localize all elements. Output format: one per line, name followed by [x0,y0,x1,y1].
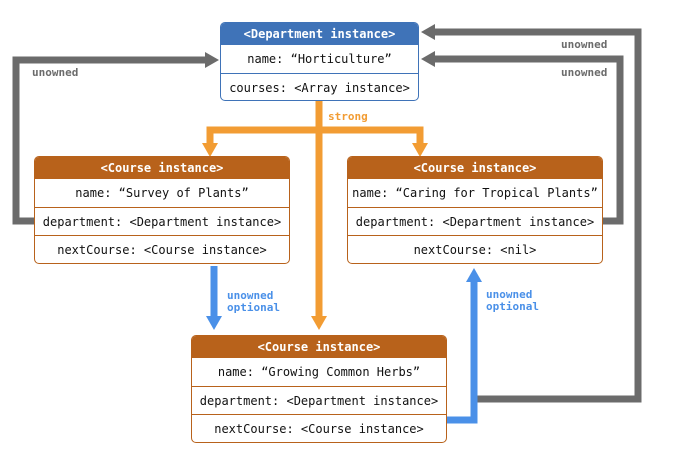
course-herbs-name-field: name: “Growing Common Herbs” [217,365,421,379]
course-tropical-next-course-field: nextCourse: <nil> [348,235,602,263]
unowned-optional-arrow-herbs-to-tropical [447,280,478,424]
course-survey-next-course-field: nextCourse: <Course instance> [35,235,289,263]
course-instance-tropical-box: <Course instance> name: “Caring for Trop… [347,156,603,264]
course-instance-survey-box: <Course instance> name: “Survey of Plant… [34,156,290,264]
strong-arrow-branch [206,126,424,145]
unowned-label-right-mid: unowned [561,66,608,79]
course-herbs-next-course-field: nextCourse: <Course instance> [192,414,446,442]
unowned-arrowhead-left [205,52,219,68]
unowned-arrow-survey-to-department [12,56,206,225]
unowned-arrow-herbs-to-department [434,28,642,403]
course-instance-herbs-box: <Course instance> name: “Growing Common … [191,335,447,443]
course-tropical-name-field: name: “Caring for Tropical Plants” [352,186,598,200]
department-courses-field: courses: <Array instance> [221,73,418,100]
course-survey-name-field: name: “Survey of Plants” [75,186,249,200]
strong-arrowhead-right [412,143,428,157]
strong-arrowhead-left [202,143,218,157]
unowned-optional-label-right-line2: optional [486,300,539,313]
strong-arrowhead-bottom [311,316,327,330]
course-survey-department-field: department: <Department instance> [35,207,289,235]
department-instance-box: <Department instance> name: “Horticultur… [220,22,419,101]
course-herbs-department-field: department: <Department instance> [192,386,446,414]
unowned-optional-label-right-line1: unowned [486,288,533,301]
department-instance-header: <Department instance> [221,23,418,45]
unowned-arrow-tropical-to-department [434,55,624,225]
unowned-optional-label-left-line2: optional [227,301,280,314]
unowned-label-right-top: unowned [561,38,608,51]
unowned-arrowhead-right-mid [421,51,435,67]
unowned-optional-label-left-line1: unowned [227,289,274,302]
strong-label: strong [328,110,368,123]
course-tropical-header: <Course instance> [348,157,602,179]
course-herbs-header: <Course instance> [192,336,446,358]
unowned-arrowhead-right-top [421,24,435,40]
unowned-label-left: unowned [32,66,79,79]
department-name-field: name: “Horticulture” [247,52,392,66]
course-survey-header: <Course instance> [35,157,289,179]
unowned-optional-arrowhead-right [466,268,482,282]
unowned-optional-arrowhead-left [206,316,222,330]
course-tropical-department-field: department: <Department instance> [348,207,602,235]
